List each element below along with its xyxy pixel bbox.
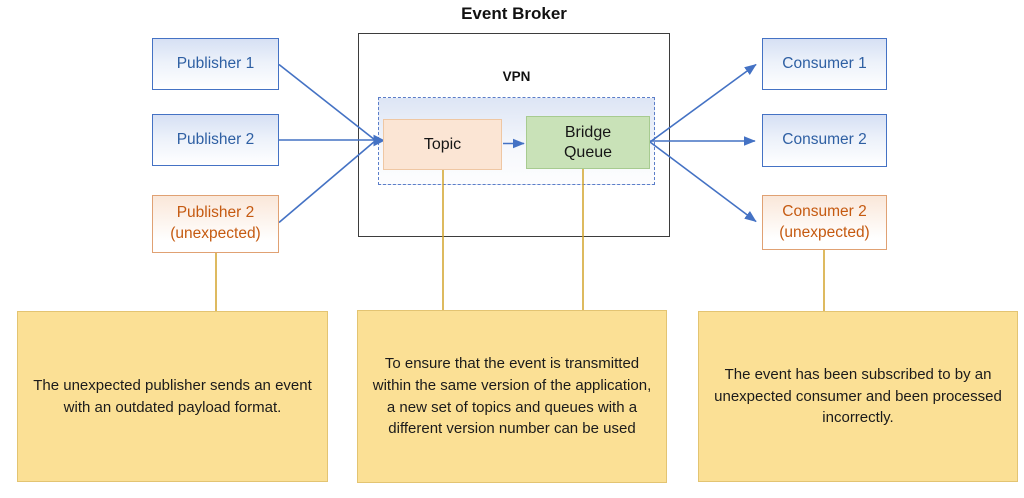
note-versioning: To ensure that the event is transmitted …: [357, 310, 667, 483]
note-versioning-text: To ensure that the event is transmitted …: [372, 355, 652, 438]
topic-node: Topic: [383, 119, 502, 170]
consumer-2-node: Consumer 2: [762, 114, 887, 167]
publisher-2-label: Publisher 2: [176, 130, 255, 148]
publisher-2-node: Publisher 2: [152, 114, 279, 166]
topic-label: Topic: [423, 135, 462, 153]
note-unexpected-publisher: The unexpected publisher sends an event …: [17, 311, 328, 482]
consumer-1-node: Consumer 1: [762, 38, 887, 90]
vpn-label: VPN: [502, 69, 531, 84]
consumer-2-label: Consumer 2: [782, 131, 867, 149]
publisher-2-unexpected-label: Publisher 2 (unexpected): [170, 204, 261, 242]
consumer-2-unexpected-label: Consumer 2 (unexpected): [779, 202, 870, 241]
bridge-queue-node: Bridge Queue: [526, 116, 650, 169]
note-unexpected-consumer-text: The event has been subscribed to by an u…: [714, 365, 1002, 427]
publisher-1-label: Publisher 1: [176, 54, 255, 72]
publisher-1-node: Publisher 1: [152, 38, 279, 90]
consumer-1-label: Consumer 1: [782, 54, 867, 72]
consumer-2-unexpected-node: Consumer 2 (unexpected): [762, 195, 887, 250]
diagram-title: Event Broker: [461, 4, 567, 23]
publisher-2-unexpected-node: Publisher 2 (unexpected): [152, 195, 279, 253]
note-unexpected-consumer: The event has been subscribed to by an u…: [698, 311, 1018, 482]
note-unexpected-publisher-text: The unexpected publisher sends an event …: [33, 376, 312, 416]
bridge-queue-label: Bridge Queue: [563, 123, 613, 161]
